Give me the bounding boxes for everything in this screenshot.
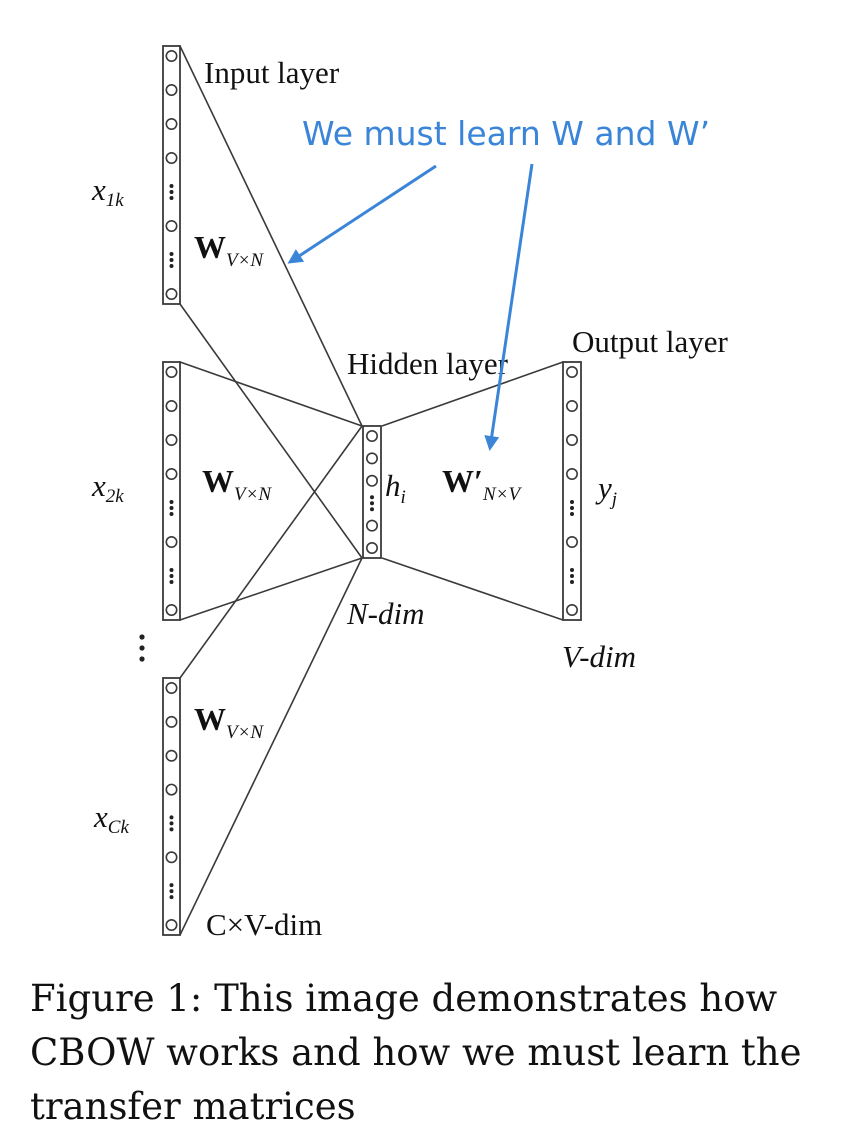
input-xck: xCk [93,799,129,838]
edge-output-top [381,361,564,427]
neuron-node [165,681,178,694]
neuron-node [365,474,378,487]
neuron-node [565,535,578,548]
ellipsis-dot [169,196,174,200]
neuron-node [165,715,178,728]
connection-lines [179,45,564,936]
neuron-node [565,467,578,480]
neuron-node [165,535,178,548]
ellipsis-dot [169,821,174,826]
neuron-node [565,399,578,412]
neuron-node [365,541,378,554]
neuron-node [565,603,578,616]
neuron-node [165,783,178,796]
edge-inputc-top [179,425,363,679]
ellipsis-dot [370,501,374,506]
input-x1k: x1k [91,172,124,211]
neuron-node [165,467,178,480]
ellipsis-dot [570,506,574,510]
ellipsis-dot [169,889,174,894]
ellipsis-dot [169,252,174,256]
ellipsis-dot [169,574,174,578]
ellipsis-dot [570,568,574,572]
output-layer-label: Output layer [572,324,728,359]
figure-caption: Figure 1: This image demonstrates how CB… [30,977,802,1128]
neuron-node [565,433,578,446]
cv-dim-label: C×V-dim [206,907,322,942]
weight-w-input-c: WV×N [194,701,264,743]
weight-w-input-2: WV×N [202,463,272,505]
ellipsis-dot [370,495,374,500]
output-column [562,361,582,621]
neuron-node [365,519,378,532]
neuron-node [165,399,178,412]
neuron-node [165,152,178,165]
neuron-node [165,851,178,864]
ellipsis-dot [169,815,174,820]
input-x2k: x2k [91,468,124,507]
ellipsis-dot [370,507,374,512]
ellipsis-dot [169,895,174,900]
neuron-node [165,603,178,616]
annotation-arrow-output [484,163,534,451]
ellipsis-dot [169,258,174,262]
ellipsis-dot [169,512,174,516]
ellipsis-dot [169,500,174,504]
ellipsis-dot [570,574,574,578]
annotation-arrow-input [287,164,437,264]
annotation-text: We must learn W and W’ [302,114,710,153]
hidden-layer-label: Hidden layer [347,346,509,381]
input-column-c [162,677,181,936]
neuron-node [365,429,378,442]
ellipsis-dot [169,190,174,194]
neuron-node [365,452,378,465]
neuron-node [165,220,178,233]
neuron-node [165,918,178,931]
neuron-node [165,84,178,97]
edge-input2-bottom [179,557,363,621]
n-dim-label: N-dim [346,596,425,631]
neuron-node [165,118,178,131]
neuron-node [165,749,178,762]
v-dim-label: V-dim [562,639,636,674]
input-column-2 [162,361,181,621]
ellipsis-dot [169,580,174,584]
ellipsis-dot [570,512,574,516]
weight-w-input-1: WV×N [194,229,264,271]
ellipsis-dot [169,568,174,572]
weight-w-output: W′N×V [442,463,522,505]
neuron-node [165,49,178,62]
neuron-node [165,365,178,378]
neuron-node [165,287,178,300]
neuron-columns [162,45,582,936]
ellipsis-dot [169,883,174,888]
edge-output-bottom [381,557,564,621]
hidden-hi: hi [385,468,406,508]
input-column-1 [162,45,181,305]
neuron-node [565,365,578,378]
neuron-node [165,433,178,446]
output-yj: yj [595,470,617,510]
edge-input1-bottom [179,303,363,559]
edge-inputc-bottom [179,557,363,936]
hidden-column [362,425,382,559]
ellipsis-dot [570,580,574,584]
edge-input2-top [179,361,363,427]
ellipsis-dot [570,500,574,504]
ellipsis-dot [169,506,174,510]
ellipsis-dot [169,264,174,268]
input-layer-label: Input layer [204,55,340,90]
edge-input1-top [179,45,363,427]
more-inputs-ellipsis [139,634,145,662]
ellipsis-dot [169,184,174,188]
ellipsis-dot [169,827,174,832]
